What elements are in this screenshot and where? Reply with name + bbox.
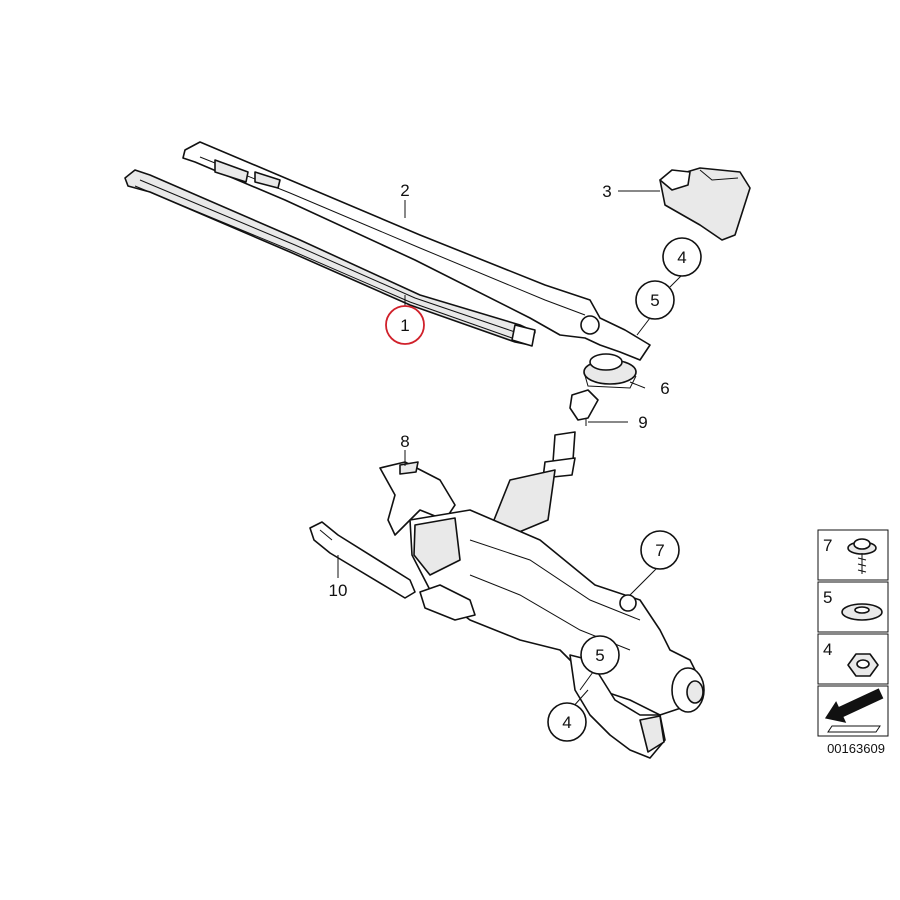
hardware-legend: 7 5 4 (817, 529, 889, 737)
washer-hose[interactable] (309, 521, 416, 599)
legend-cell-7 (817, 529, 889, 581)
diagram-number: 00163609 (827, 741, 885, 756)
callout-5-top: 5 (635, 280, 675, 320)
spindle-cap[interactable] (569, 389, 599, 426)
callout-5-bottom: 5 (580, 635, 620, 675)
direction-arrow-icon (824, 688, 884, 733)
callout-7: 7 (640, 530, 680, 570)
legend-7-number: 7 (823, 536, 832, 555)
callout-1: 1 (385, 305, 425, 345)
callout-3-label: 3 (602, 182, 611, 201)
wiper-motor-assembly[interactable] (379, 431, 705, 759)
callout-7-label: 7 (655, 541, 664, 560)
callout-8-label: 8 (400, 432, 409, 451)
washer-icon (841, 603, 883, 621)
grommet[interactable] (583, 353, 637, 389)
callout-5-bottom-label: 5 (595, 646, 604, 665)
callout-1-label: 1 (400, 316, 409, 335)
wiper-blade[interactable] (124, 169, 536, 347)
callout-5-top-label: 5 (650, 291, 659, 310)
wiper-arm[interactable] (182, 141, 651, 361)
callout-4-bottom: 4 (547, 702, 587, 742)
callout-9-label: 9 (638, 413, 647, 432)
hex-nut-icon (847, 653, 879, 677)
leader-lines (337, 190, 683, 709)
callout-6-label: 6 (660, 379, 669, 398)
legend-5-number: 5 (823, 588, 832, 607)
callout-4-bottom-label: 4 (562, 713, 571, 732)
callout-10-label: 10 (329, 581, 348, 600)
screw-with-washer-icon (847, 538, 877, 574)
arm-cover-cap[interactable] (659, 167, 751, 241)
callout-4-top-label: 4 (677, 248, 686, 267)
legend-4-number: 4 (823, 640, 832, 659)
callout-2-label: 2 (400, 181, 409, 200)
callout-4-top: 4 (662, 237, 702, 277)
